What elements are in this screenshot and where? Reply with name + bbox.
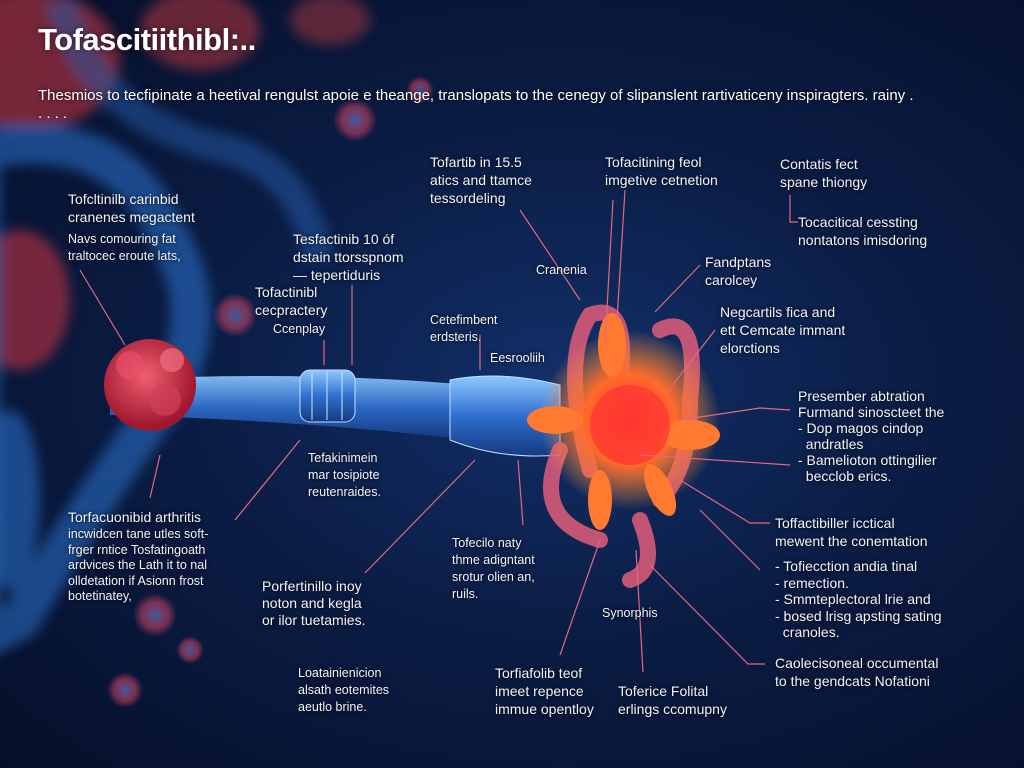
callout-label: Fandptans carolcey: [705, 254, 772, 288]
callout-label: Tefakinimein mar tosipiote reutenraides.: [308, 451, 381, 499]
callout-label: Tesfactinib 10 óf dstain ttorsspnom — te…: [293, 231, 404, 283]
callout-label: Cetefimbent erdsteris.: [430, 313, 498, 344]
callout-label: Presember abtration Furmand sinoscteet t…: [798, 388, 945, 484]
callout-label: Porfertinillo inoy noton and kegla or il…: [262, 578, 366, 628]
callout-label: Toferice Folital erlings ccomupny: [618, 683, 727, 717]
callout-label: Tofecilo naty thme adigntant srotur olie…: [452, 536, 535, 601]
callout-label: incwidcen tane utles soft- frger rntice …: [68, 527, 209, 603]
callout-label: Tofacitining feol imgetive cetnetion: [605, 154, 718, 188]
antigen-cluster: [104, 339, 196, 431]
callout-label: Caolecisoneal occumental to the gendcats…: [775, 655, 939, 689]
leader-lines: [79, 189, 798, 673]
callout-label: Eesrooliih: [490, 351, 545, 365]
callout-label: Navs comouring fat traltocec eroute lats…: [68, 232, 181, 263]
callout-heading: Torfacuonibid arthritis: [68, 509, 202, 525]
callout-label: Contatis fect spane thiongy: [780, 156, 868, 190]
subtitle: Thesmios to tecfipinate a heetival rengu…: [38, 87, 914, 122]
callout-label: Torfiafolib teof imeet repence immue ope…: [495, 665, 594, 717]
callout-label: Ccenplay: [273, 322, 326, 336]
callout-label: Negcartils fica and ett Cemcate immant e…: [720, 304, 846, 356]
callout-label: Tofcltinilb carinbid cranenes megactent: [68, 191, 195, 225]
floating-particles: [107, 76, 434, 708]
callout-label: Loatainienicion alsath eotemites aeutlo …: [298, 666, 390, 714]
callout-label: Toffactibiller icctical mewent the conem…: [775, 515, 928, 549]
receptor-complex: [527, 304, 720, 588]
receptor-stalk: [110, 369, 561, 457]
callout-label: Tofactinibl cecpractery: [255, 284, 328, 318]
callout-label: Tocacitical cessting nontatons imisdorin…: [798, 214, 928, 248]
callout-label: Synorphis: [602, 606, 658, 620]
callout-label: Tofartib in 15.5 atics and ttamce tessor…: [430, 154, 532, 206]
callout-label: Cranenia: [536, 263, 587, 277]
callout-label: - Tofiecction andia tinal - remection. -…: [775, 558, 942, 640]
page-title: Tofascitiithibl:..: [38, 22, 256, 57]
background-cells: [0, 0, 370, 653]
